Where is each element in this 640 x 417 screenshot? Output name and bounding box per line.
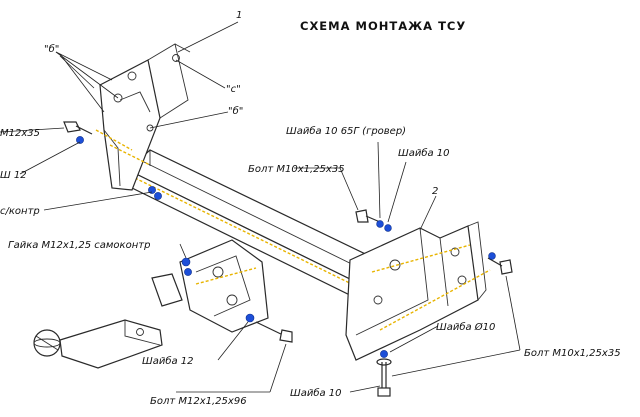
grover-washer-icon [376, 220, 384, 228]
label-bolt-m12x96: Болт М12х1,25х96 [150, 396, 247, 407]
labels: 1 "б" "с" "б" 2 М12х35 Ш 12 с/контр Гайк… [0, 10, 621, 407]
fasteners [63, 121, 513, 397]
washer-d10-icon [488, 252, 496, 260]
self-locking-nut-icon [181, 257, 191, 267]
leader-lines [0, 21, 521, 393]
label-bolt-m10-top: Болт М10х1,25х35 [248, 164, 345, 175]
label-bolt-m12x35: М12х35 [0, 128, 40, 139]
washer-10-top-icon [384, 224, 392, 232]
left-bracket [95, 43, 191, 191]
label-washer-12-bottom: Шайба 12 [142, 355, 194, 367]
diagram-title: СХЕМА МОНТАЖА ТСУ [300, 19, 466, 33]
tow-ball-assembly [33, 273, 183, 369]
washer-12-bottom-icon [245, 313, 255, 323]
ball-mount-plate [179, 239, 269, 333]
label-washer-10-bottom: Шайба 10 [290, 387, 342, 399]
cross-beam [126, 149, 384, 301]
label-bolt-m10-right: Болт М10х1,25х35 [524, 348, 621, 359]
label-washer-12-left: Ш 12 [0, 170, 27, 181]
callout-b-right: "б" [228, 105, 243, 117]
label-washer-d10: Шайба Ø10 [436, 321, 495, 333]
locknut-icon [148, 186, 156, 194]
callout-c: "с" [226, 84, 241, 95]
callout-2: 2 [432, 186, 438, 197]
right-bracket [345, 221, 491, 361]
callout-b-top: "б" [44, 43, 59, 55]
washer-12-left-icon [76, 136, 84, 144]
label-washer-10-top: Шайба 10 [398, 147, 450, 159]
label-grover-washer: Шайба 10 65Г (гровер) [286, 125, 406, 137]
label-locknut: с/контр [0, 206, 40, 217]
label-self-locking-nut: Гайка М12х1,25 самоконтр [8, 240, 150, 251]
callout-1: 1 [236, 10, 242, 21]
